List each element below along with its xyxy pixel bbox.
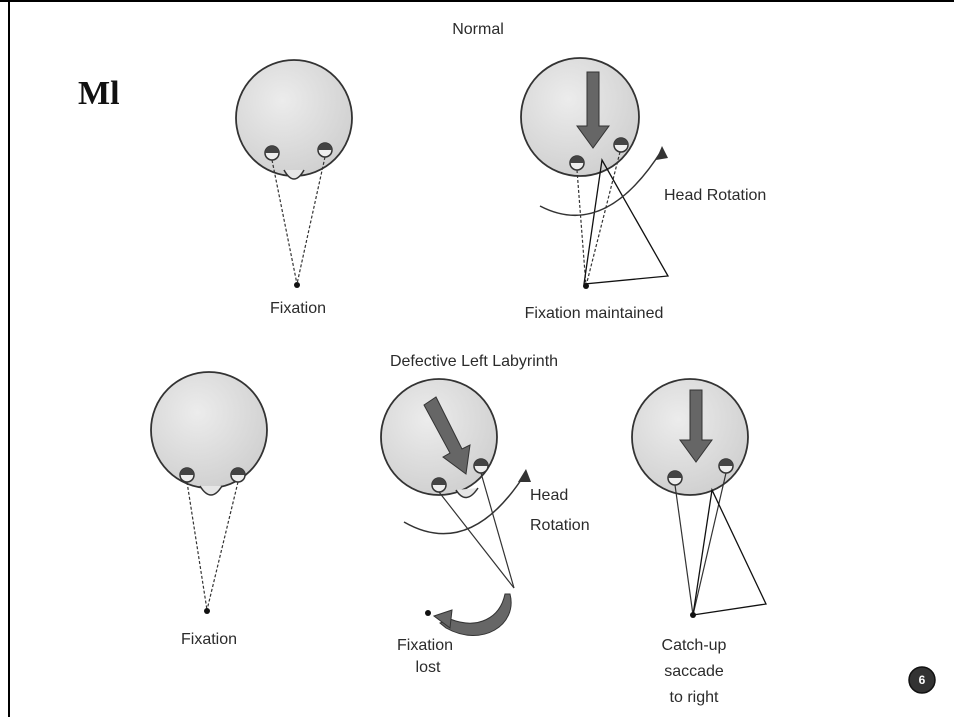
page-number-badge: 6 (909, 667, 935, 693)
right-eye-icon (231, 468, 245, 482)
section-normal: Normal (452, 21, 504, 38)
sight-line-left (187, 482, 207, 610)
label-fixation-maintained: Fixation maintained (525, 305, 664, 322)
label-catch-up-2: saccade (664, 663, 724, 680)
head-fixation-lost (381, 379, 531, 635)
section-defective: Defective Left Labyrinth (390, 353, 558, 370)
sight-line-right (207, 482, 238, 610)
fixation-point (204, 608, 210, 614)
right-eye-icon (719, 459, 733, 473)
label-fixation-1: Fixation (270, 300, 326, 317)
lost-fixation-point (425, 610, 431, 616)
head-defective-fixation (151, 372, 267, 614)
slide-title: Ml (78, 75, 120, 112)
label-catch-up-3: to right (670, 689, 719, 706)
right-eye-icon (318, 143, 332, 157)
sight-line-left (577, 170, 586, 286)
sight-line-left (439, 492, 514, 588)
label-head-rotation-2a: Head (530, 487, 568, 504)
left-eye-icon (570, 156, 584, 170)
left-eye-icon (668, 471, 682, 485)
fixation-point (294, 282, 300, 288)
nose-shape (200, 486, 222, 495)
right-eye-icon (614, 138, 628, 152)
left-eye-icon (432, 478, 446, 492)
head-fixation-maintained (521, 58, 668, 289)
right-eye-icon (474, 459, 488, 473)
left-eye-icon (265, 146, 279, 160)
rotation-arrow-head (656, 146, 668, 160)
sight-line-right (481, 473, 514, 588)
triangle-outline (584, 160, 668, 284)
head-circle (151, 372, 267, 488)
label-fixation-lost-1: Fixation (397, 637, 453, 654)
head-normal-fixation (236, 60, 352, 288)
label-head-rotation-1: Head Rotation (664, 187, 766, 204)
sight-line-left (675, 485, 693, 615)
label-catch-up-1: Catch-up (662, 637, 727, 654)
nose-shape (284, 170, 304, 179)
left-eye-icon (180, 468, 194, 482)
page-number: 6 (919, 673, 926, 687)
label-fixation-lost-2: lost (416, 659, 441, 676)
label-fixation-2: Fixation (181, 631, 237, 648)
triangle-outline (693, 490, 766, 615)
rotation-arrow-head (518, 469, 531, 482)
head-catch-up (632, 379, 766, 618)
label-head-rotation-2b: Rotation (530, 517, 590, 534)
head-circle (236, 60, 352, 176)
